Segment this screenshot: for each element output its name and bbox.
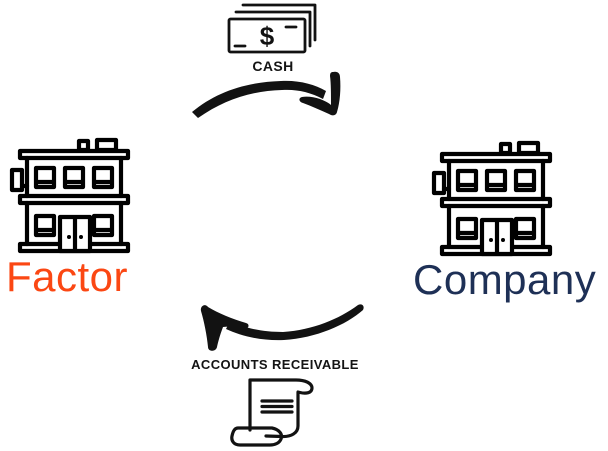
receivable-flow-arrow <box>200 304 364 351</box>
cash-flow-label: CASH <box>252 58 294 74</box>
company-label: Company <box>413 256 597 303</box>
dollar-sign: $ <box>260 21 275 51</box>
cash-icon: $ <box>227 3 317 54</box>
cash-flow-arrow <box>192 71 341 118</box>
factor-label: Factor <box>6 253 129 300</box>
receivable-flow-label: ACCOUNTS RECEIVABLE <box>191 357 359 372</box>
invoice-scroll-icon <box>230 378 314 447</box>
company-building-icon <box>430 140 556 257</box>
factor-building-icon <box>8 137 134 254</box>
